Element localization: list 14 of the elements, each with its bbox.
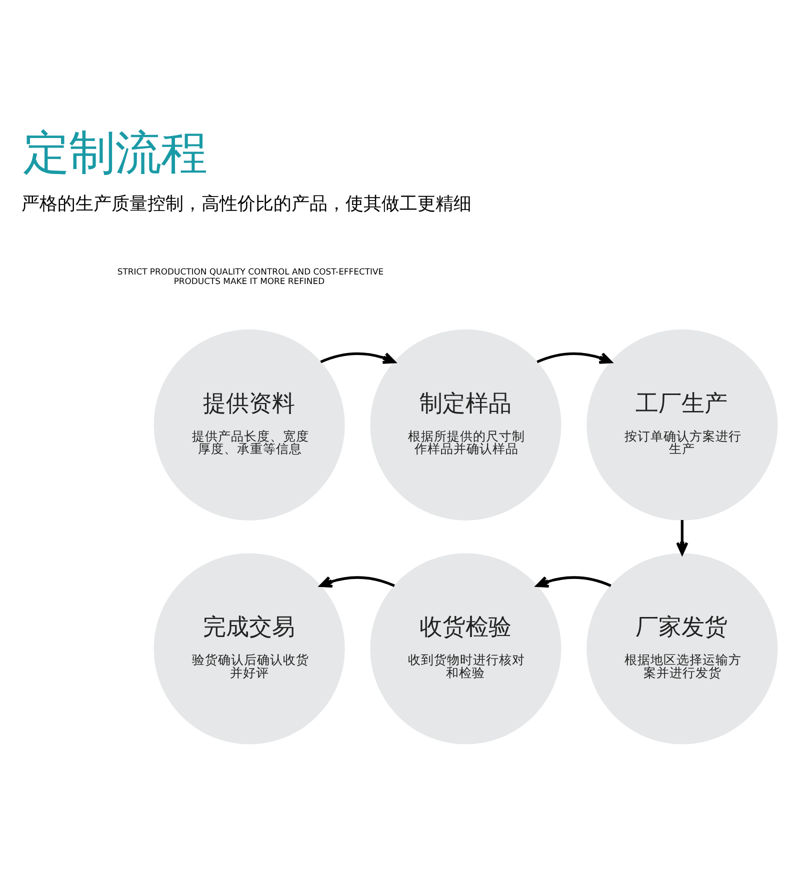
arrow [320, 352, 396, 364]
arrow [676, 520, 688, 555]
arrow [319, 576, 395, 588]
node-circle: 收货检验 收到货物时进行核对和检验 [370, 553, 562, 744]
node-circle: 制定样品 根据所提供的尺寸制作样品并确认样品 [370, 329, 562, 520]
diagram-title: 定制流程 [23, 126, 208, 180]
node-circle: 完成交易 验货确认后确认收货并好评 [154, 553, 345, 744]
node-circle: 厂家发货 根据地区选择运输方案并进行发货 [586, 553, 778, 744]
arrow [536, 576, 612, 588]
arrow [536, 352, 612, 364]
label: STRICT PRODUCTION QUALITY CONTROL AND COST-EFFECTIVE PRODUCTS MAKE IT MORE REFINED [117, 266, 384, 286]
node-circle: 工厂生产 按订单确认方案进行生产 [586, 329, 778, 520]
node-circle: 提供资料 提供产品长度、宽度厚度、承重等信息 [154, 329, 345, 520]
label: 严格的生产质量控制，高性价比的产品，使其做工更精细 [21, 194, 472, 215]
